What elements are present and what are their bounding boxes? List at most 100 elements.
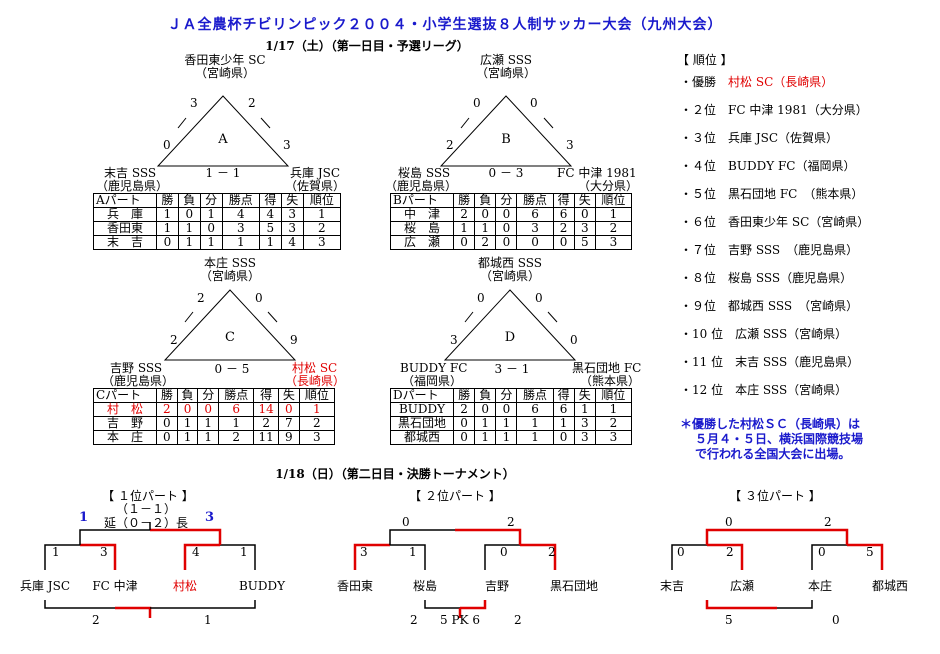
table-cell: 3: [573, 430, 596, 445]
bracket-3-bottom-score: 0: [832, 613, 840, 627]
table-cell: 3: [298, 430, 336, 445]
group-d-left-pref: （福岡県）: [402, 374, 463, 388]
bracket-2-team: 黒石団地: [549, 579, 599, 593]
group-d-right-pref: （熊本県）: [580, 374, 641, 388]
bracket-2-lines: [353, 528, 557, 618]
table-cell: 6: [516, 402, 554, 417]
ranking-item: ・11 位 末吉 SSS（鹿児島県）: [680, 356, 859, 368]
group-d-score: 0: [477, 291, 485, 305]
ranking-team: 本庄 SSS（宮崎県）: [735, 383, 848, 397]
table-cell: 分: [495, 193, 518, 208]
bracket-3-score: 0: [677, 545, 685, 559]
table-cell: 2: [474, 235, 497, 250]
ranking-team: 村松 SC（長崎県）: [728, 75, 834, 89]
ranking-label: ・３位: [680, 131, 717, 145]
ranking-label: ・11 位: [680, 355, 724, 369]
group-c-score: 2: [197, 291, 205, 305]
bracket-1-score: 3: [100, 545, 108, 559]
table-cell: 黒石団地: [390, 416, 454, 431]
group-c-letter: C: [225, 330, 235, 345]
table-cell: 1: [452, 221, 476, 236]
bracket-1-team: 兵庫 JSC: [19, 579, 71, 593]
group-a-top-team: 香田東少年 SC: [184, 53, 266, 67]
group-c-score: 2: [170, 333, 178, 347]
ranking-item: ・10 位 広瀬 SSS（宮崎県）: [680, 328, 847, 340]
table-cell: 村 松: [93, 402, 157, 417]
group-b-left-pref: （鹿児島県）: [385, 179, 458, 193]
group-c-top-team: 本庄 SSS: [203, 256, 257, 270]
group-b-score: 0: [530, 96, 538, 110]
group-b-right-team: FC 中津 1981: [557, 166, 637, 180]
table-cell: 9: [278, 430, 300, 445]
group-a-left-pref: （鹿児島県）: [96, 179, 169, 193]
table-cell: 分: [199, 193, 223, 208]
ranking-item: ・２位 FC 中津 1981（大分県）: [680, 104, 868, 116]
table-cell: 2: [552, 221, 575, 236]
bracket-2-team: 桜島: [412, 579, 438, 593]
bracket-3-final-score: 2: [824, 515, 832, 529]
table-cell: 0: [176, 402, 199, 417]
table-cell: 1: [516, 430, 554, 445]
table-cell: 1: [199, 207, 223, 222]
bracket-2-team: 香田東: [336, 579, 374, 593]
table-cell: 11: [253, 430, 279, 445]
ranking-team: 黒石団地 FC （熊本県）: [728, 187, 864, 201]
ranking-label: ・８位: [680, 271, 717, 285]
table-cell: 中 津: [390, 207, 454, 222]
bracket-2-score: 2: [548, 545, 556, 559]
table-cell: 1: [298, 402, 336, 417]
table-cell: 2: [594, 416, 633, 431]
ranking-item: ・８位 桜島 SSS（鹿児島県）: [680, 272, 852, 284]
table-cell: 6: [218, 402, 255, 417]
note-line: ＊優勝した村松ＳＣ（長崎県）は: [680, 417, 861, 431]
ranking-team: 都城西 SSS （宮崎県）: [728, 299, 859, 313]
ranking-label: ・10 位: [680, 327, 724, 341]
bracket-3-score: 5: [866, 545, 874, 559]
bracket-3-bottom-score: 5: [725, 613, 733, 627]
group-a-score: 3: [283, 138, 291, 152]
table-cell: 3: [302, 235, 342, 250]
table-cell: 5: [258, 221, 282, 236]
table-cell: 2: [253, 416, 279, 431]
bracket-3-score: 0: [818, 545, 826, 559]
table-cell: 3: [594, 235, 633, 250]
table-cell: 分: [197, 388, 220, 403]
group-d-score: 3: [450, 333, 458, 347]
table-cell: 負: [177, 193, 201, 208]
bracket-1-score: 1: [240, 545, 248, 559]
table-cell: Cパート: [93, 388, 157, 403]
group-d-triangle: [443, 289, 577, 361]
table-cell: 勝: [452, 388, 476, 403]
table-cell: 1: [552, 416, 575, 431]
group-b-triangle: [439, 95, 573, 167]
ranking-team: 末吉 SSS（鹿児島県）: [735, 355, 860, 369]
bracket-1-final-line2: 延（０－２）長: [103, 516, 189, 530]
bracket-2-final-score: 0: [402, 515, 410, 529]
group-c-score: 9: [290, 333, 298, 347]
group-a-top-pref: （宮崎県）: [194, 66, 256, 80]
table-cell: 都城西: [390, 430, 454, 445]
group-b-top-team: 広瀬 SSS: [479, 53, 533, 67]
table-cell: 香田東: [93, 221, 157, 236]
table-cell: 失: [573, 193, 596, 208]
note-line: で行われる全国大会に出場。: [695, 447, 851, 461]
table-cell: 2: [452, 402, 476, 417]
group-d-right-team: 黒石団地 FC: [572, 361, 642, 375]
table-cell: 1: [516, 416, 554, 431]
group-a-letter: A: [218, 132, 228, 147]
table-cell: 1: [474, 430, 497, 445]
ranking-item: ・６位 香田東少年 SC（宮崎県）: [680, 216, 869, 228]
bracket-3-team: 広瀬: [729, 579, 755, 593]
ranking-label: ・７位: [680, 243, 717, 257]
table-cell: 吉 野: [93, 416, 157, 431]
bracket-1-score: 4: [192, 545, 200, 559]
bracket-1-third-score: 2: [92, 613, 100, 627]
ranking-item: ・９位 都城西 SSS （宮崎県）: [680, 300, 858, 312]
